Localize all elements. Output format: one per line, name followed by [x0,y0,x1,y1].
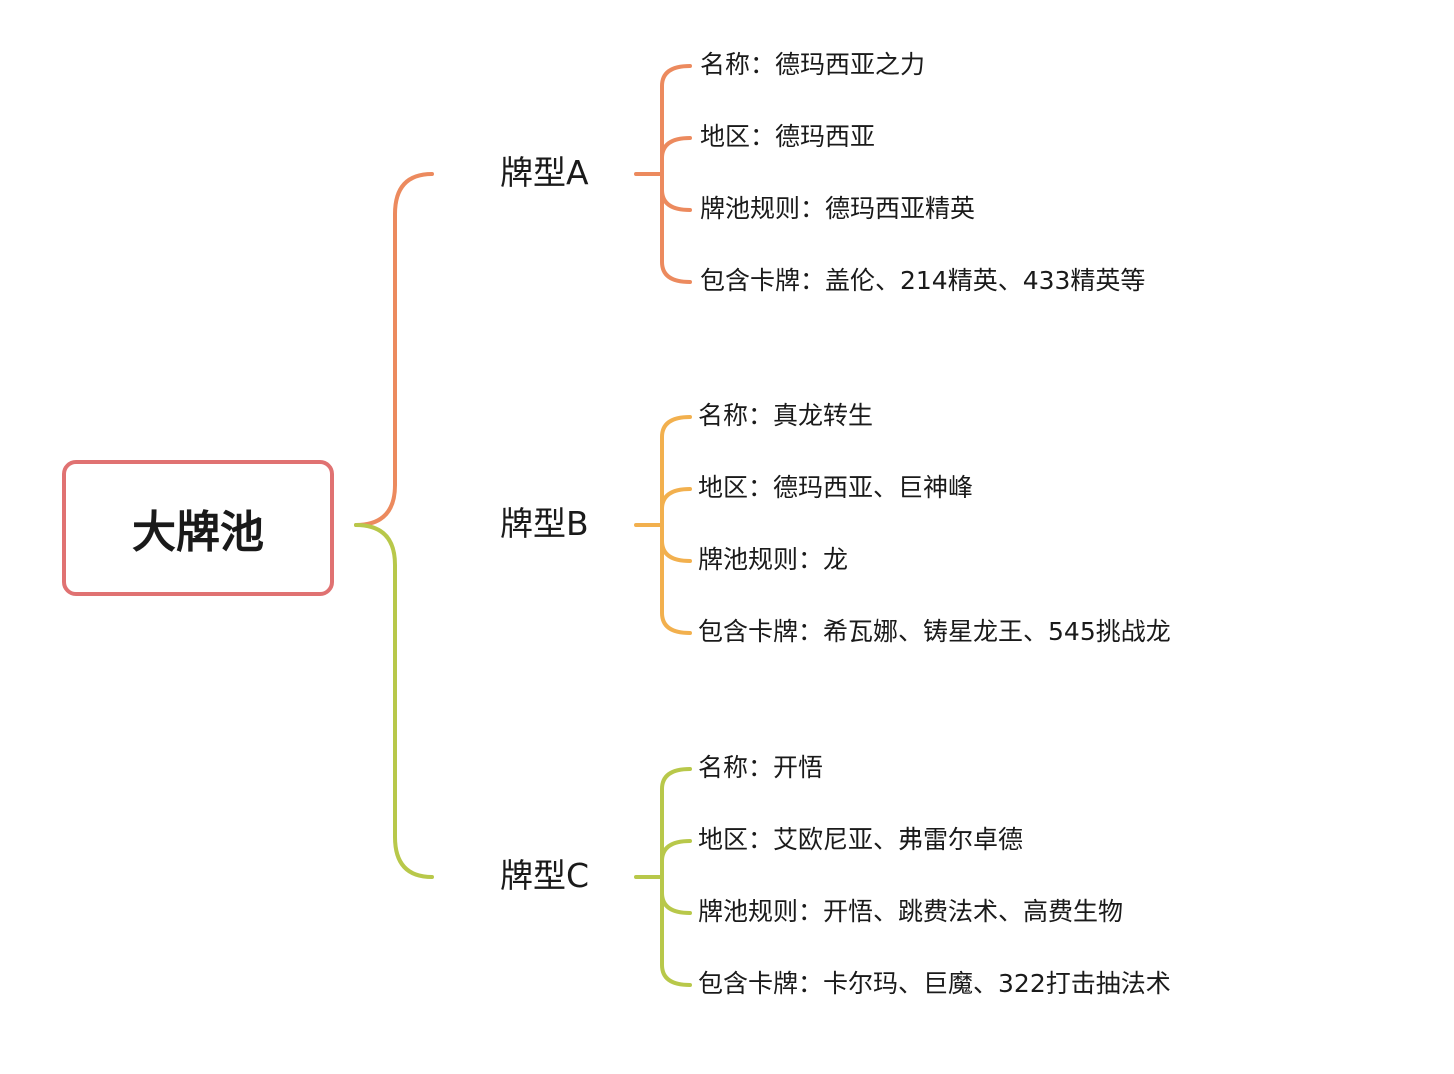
leaf-connector [660,839,692,863]
leaf-node[interactable]: 牌池规则：开悟、跳费法术、高费生物 [698,897,1124,926]
main-connector [354,523,434,879]
branch-node[interactable]: 牌型C [500,856,590,895]
leaf-bracket [660,64,692,284]
leaf-node[interactable]: 地区：德玛西亚 [700,122,876,151]
leaf-bracket [660,415,692,635]
leaf-connector [660,136,692,160]
leaf-connector [660,188,692,212]
leaf-node[interactable]: 名称：开悟 [698,753,824,782]
leaf-connector [660,539,692,563]
leaf-bracket [660,767,692,987]
branch-node[interactable]: 牌型B [500,504,589,543]
root-node[interactable]: 大牌池 [62,460,334,596]
leaf-connector [660,891,692,915]
leaf-node[interactable]: 包含卡牌：希瓦娜、铸星龙王、545挑战龙 [698,617,1171,646]
main-connector [354,172,434,527]
leaf-node[interactable]: 名称：德玛西亚之力 [700,50,926,79]
leaf-node[interactable]: 包含卡牌：卡尔玛、巨魔、322打击抽法术 [698,969,1171,998]
leaf-connector [660,487,692,511]
leaf-node[interactable]: 名称：真龙转生 [698,401,874,430]
branch-node[interactable]: 牌型A [500,153,589,192]
leaf-node[interactable]: 牌池规则：龙 [698,545,849,574]
leaf-node[interactable]: 包含卡牌：盖伦、214精英、433精英等 [700,266,1146,295]
leaf-node[interactable]: 牌池规则：德玛西亚精英 [700,194,976,223]
leaf-node[interactable]: 地区：德玛西亚、巨神峰 [698,473,974,502]
leaf-node[interactable]: 地区：艾欧尼亚、弗雷尔卓德 [698,825,1024,854]
